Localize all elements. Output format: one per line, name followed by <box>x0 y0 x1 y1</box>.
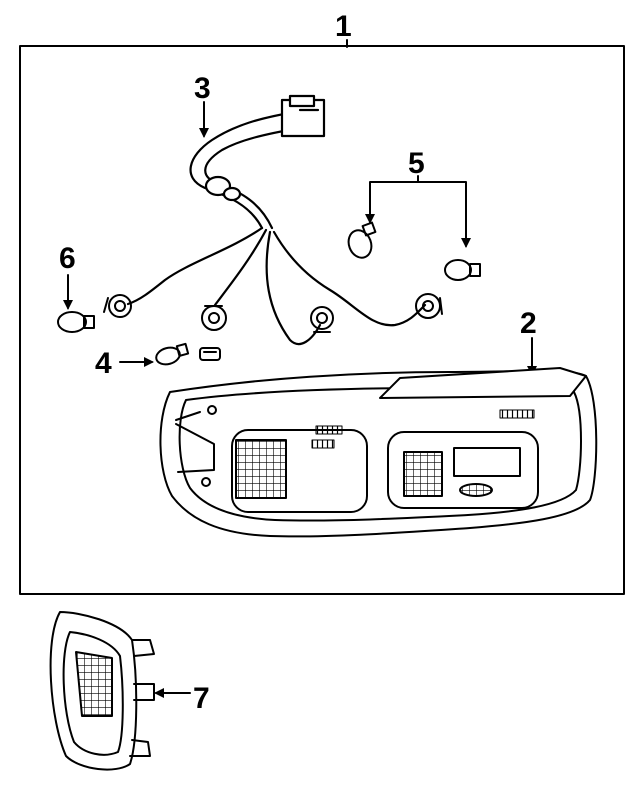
socket-low <box>310 306 334 333</box>
bulb-sockets <box>103 293 443 333</box>
assembly-frame <box>19 45 625 595</box>
callout-5: 5 <box>408 147 425 180</box>
tail-lamp-housing <box>159 367 598 538</box>
socket-right <box>415 293 443 319</box>
harness-grommet <box>204 175 232 197</box>
bulb-item-5-right <box>444 259 481 281</box>
socket-mid <box>201 305 227 331</box>
callout-2: 2 <box>520 307 537 340</box>
bracket-5 <box>369 181 467 245</box>
callout-3: 3 <box>194 72 211 105</box>
callout-6: 6 <box>59 242 76 275</box>
bulb-item-6 <box>57 311 95 333</box>
wiring-harness <box>126 94 427 346</box>
socket-left <box>103 294 132 318</box>
callout-4: 4 <box>95 347 112 380</box>
bulb-item-5-left <box>347 221 377 259</box>
bulb-item-4-wedge <box>199 347 221 361</box>
side-marker-lamp <box>49 611 155 771</box>
callout-1: 1 <box>335 10 352 43</box>
bulbs <box>57 221 481 366</box>
leader-arrows <box>63 101 537 698</box>
bulb-item-4 <box>155 342 190 366</box>
callout-7: 7 <box>193 682 210 715</box>
